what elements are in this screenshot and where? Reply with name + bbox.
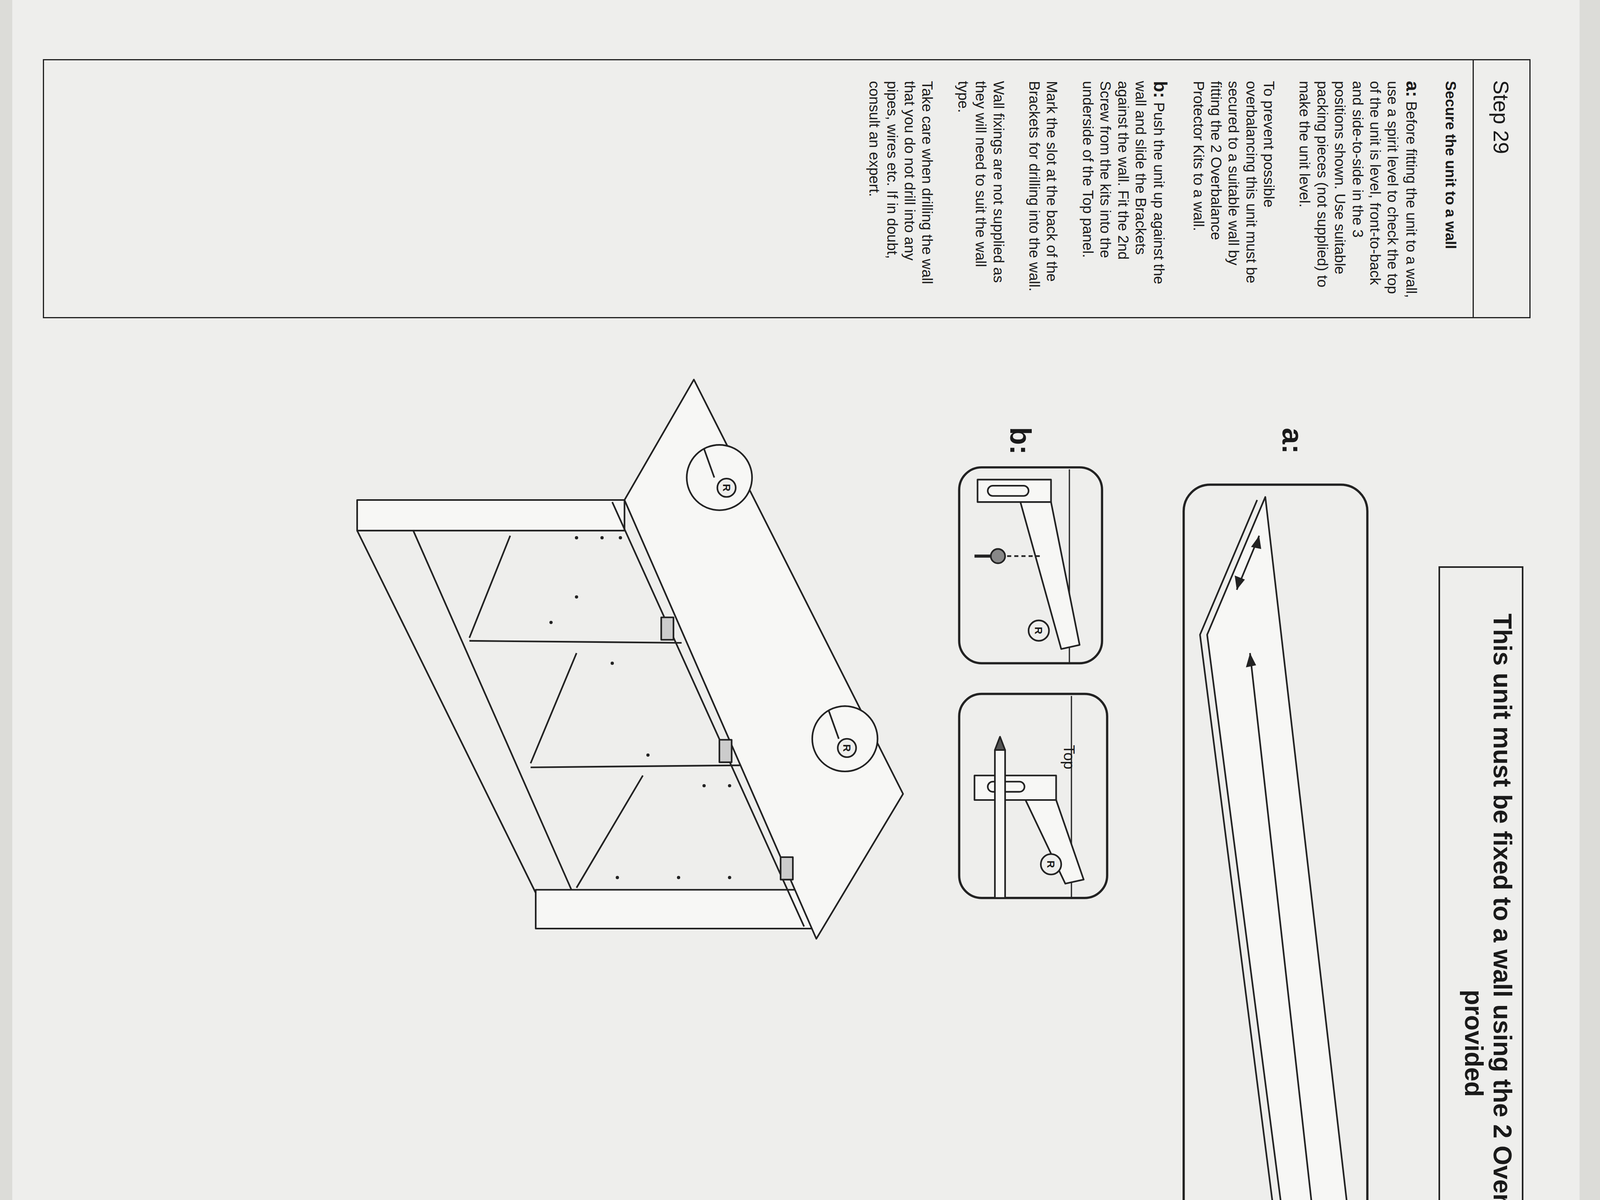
step-header: Step 29 [1472, 60, 1530, 318]
instruction-paragraph: b: Push the unit up against the wall and… [1078, 80, 1172, 299]
instruction-paragraph: Secure the unit to a wall [1441, 80, 1460, 299]
instruction-text: Mark the slot at the back of the Bracket… [1026, 80, 1060, 292]
heading-box: This unit must be fixed to a wall using … [1438, 566, 1524, 1200]
instruction-paragraph: a: Before fitting the unit to a wall, us… [1295, 80, 1424, 299]
instruction-text: Push the unit up against the wall and sl… [1079, 80, 1168, 285]
instruction-paragraph: Take care when drilling the wall that yo… [865, 80, 937, 299]
panel-letter: a: [1277, 427, 1308, 454]
step-letter: b: [1150, 80, 1171, 99]
instruction-text: To prevent possible overbalancing this u… [1190, 80, 1278, 284]
step-panel: Step 29 Secure the unit to a wall a: Befor… [42, 59, 1531, 319]
step-number: Step 29 [1489, 80, 1514, 154]
instruction-paragraph: Mark the slot at the back of the Bracket… [1025, 80, 1061, 299]
part-letter: R [1033, 626, 1044, 635]
instruction-paragraph: Wall fixings are not supplied as they wi… [953, 80, 1007, 299]
step-heading: Secure the unit to a wall [1442, 80, 1459, 250]
heading-text: This unit must be fixed to a wall using … [1459, 583, 1517, 1200]
part-letter: R [1045, 860, 1056, 869]
instruction-text: Before fitting the unit to a wall, use a… [1296, 80, 1420, 299]
part-letter: R [721, 484, 732, 492]
panel-letter: b: [1005, 426, 1035, 455]
instruction-paragraph: To prevent possible overbalancing this u… [1189, 80, 1278, 299]
step-letter: a: [1402, 80, 1424, 98]
position-note: Top [1061, 744, 1077, 770]
instruction-text: Take care when drilling the wall that yo… [866, 80, 936, 285]
part-letter: R [841, 744, 852, 752]
instruction-text: Wall fixings are not supplied as they wi… [955, 80, 1007, 283]
step-body: Secure the unit to a wall a: Before fitti… [831, 60, 1473, 318]
